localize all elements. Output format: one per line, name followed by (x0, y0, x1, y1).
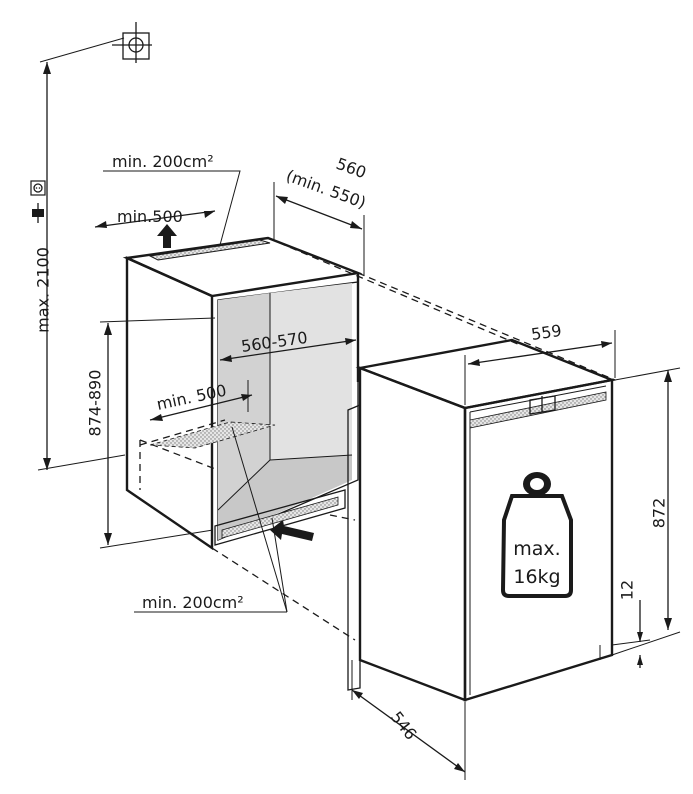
airflow-arrow-icon (157, 224, 314, 541)
weight-icon: max. 16kg (500, 472, 573, 598)
niche-cabinet (122, 236, 616, 641)
niche-height-dimension: 874-890 (86, 323, 214, 549)
water-connection-icon (112, 22, 152, 63)
plinth-height-dimension: 12 (611, 580, 651, 668)
power-plug-icon (32, 203, 44, 223)
vent-bottom-label: min. 200cm² (142, 593, 244, 612)
top-depth-dimension: min.500 (94, 207, 216, 228)
cabinet-width-label: 560 (334, 154, 369, 182)
weight-line1: max. (513, 538, 560, 560)
appliance-width-label: 559 (530, 321, 563, 344)
bottom-depth-label: min. 500 (155, 381, 228, 414)
appliance-width-dimension: 559 (464, 321, 616, 405)
appliance-depth-label: 546 (387, 708, 421, 744)
weight-line2: 16kg (513, 566, 560, 588)
appliance-height-label: 872 (650, 498, 669, 529)
max-height-label: max. 2100 (34, 247, 53, 333)
appliance-height-dimension: 872 (611, 367, 681, 656)
max-height-dimension: max. 2100 (30, 62, 126, 471)
vent-top-label: min. 200cm² (112, 152, 214, 171)
plinth-height-label: 12 (618, 580, 637, 600)
niche-height-label: 874-890 (86, 370, 105, 437)
top-reference-line (39, 37, 125, 63)
power-socket-icon (30, 180, 46, 196)
